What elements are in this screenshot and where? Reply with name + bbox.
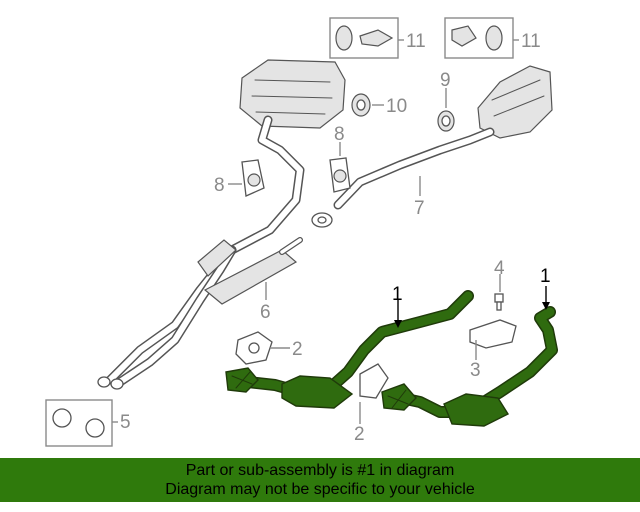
rear-muffler-right [477, 65, 553, 139]
rear-muffler-left [239, 59, 346, 129]
callout-11-left: 11 [406, 31, 426, 52]
info-banner: Part or sub-assembly is #1 in diagram Di… [0, 458, 640, 502]
isolator-box-left [329, 17, 399, 59]
callout-8-left: 8 [214, 175, 225, 196]
callout-1-right: 1 [540, 266, 551, 287]
isolator-9 [437, 110, 455, 132]
callout-2-center: 2 [354, 424, 365, 445]
bracket-3 [469, 319, 517, 349]
left-exhaust-pipe [105, 115, 305, 387]
banner-line-2: Diagram may not be specific to your vehi… [165, 481, 475, 498]
banner-line-1: Part or sub-assembly is #1 in diagram [185, 462, 455, 479]
catalytic-converter-right [381, 306, 558, 427]
gasket-center [359, 363, 389, 399]
catalytic-converter-left [225, 290, 474, 409]
tailpipe-tips [97, 376, 124, 390]
resonator [197, 237, 303, 305]
callout-11-right: 11 [521, 31, 541, 52]
callout-10: 10 [386, 96, 407, 117]
callout-6: 6 [260, 302, 271, 323]
clamp-box [45, 399, 113, 447]
isolator-10 [351, 93, 371, 117]
callout-4: 4 [494, 258, 505, 279]
hanger-bracket-left [241, 159, 265, 197]
callout-2-left: 2 [292, 339, 303, 360]
callout-1-left: 1 [392, 284, 403, 305]
callout-7: 7 [414, 198, 425, 219]
leader-lines [112, 39, 550, 424]
hanger-bracket-center [329, 157, 351, 193]
pipe-flange [311, 212, 333, 228]
isolator-box-right [444, 17, 514, 59]
callout-8-center: 8 [334, 124, 345, 145]
callout-5: 5 [120, 412, 131, 433]
intermediate-pipe [333, 127, 495, 210]
gasket-left [235, 331, 273, 365]
callout-9: 9 [440, 70, 451, 91]
bolt-4 [494, 293, 504, 311]
callout-3: 3 [470, 360, 481, 381]
exhaust-system-diagram: 1 1 2 2 3 4 5 6 7 8 8 9 10 11 11 [45, 17, 558, 447]
